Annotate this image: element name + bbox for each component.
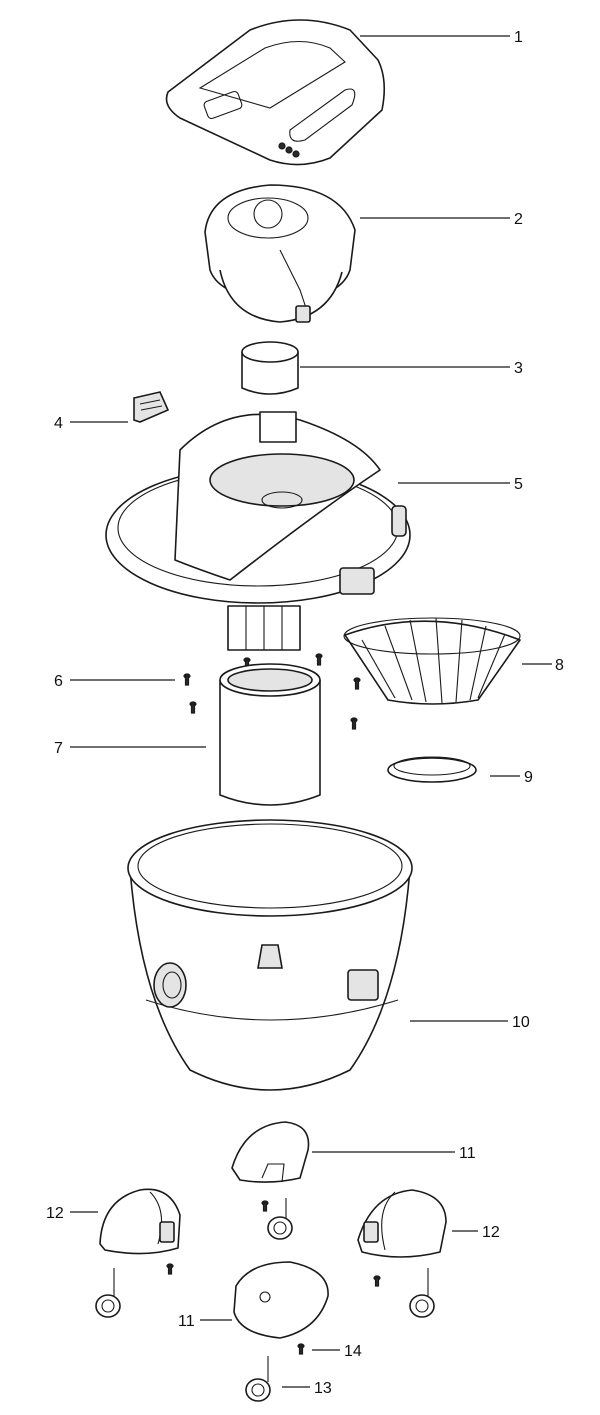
callout-2: 2 bbox=[514, 211, 523, 228]
leader-lines bbox=[70, 35, 552, 1388]
part-cartridge-filter bbox=[219, 663, 321, 806]
part-ring bbox=[387, 756, 477, 783]
callout-3: 3 bbox=[514, 360, 523, 377]
callout-1: 1 bbox=[514, 29, 523, 46]
callout-8: 8 bbox=[555, 657, 564, 674]
callout-7: 7 bbox=[54, 740, 63, 757]
part-clip bbox=[133, 391, 170, 423]
part-caster-foot-center bbox=[231, 1121, 310, 1183]
callout-5: 5 bbox=[514, 476, 523, 493]
callout-11a: 11 bbox=[459, 1145, 476, 1162]
callout-12a: 12 bbox=[46, 1205, 64, 1222]
callout-14: 14 bbox=[344, 1343, 362, 1360]
part-caster-foot-left bbox=[99, 1188, 181, 1255]
part-casters bbox=[95, 1198, 435, 1402]
callout-9: 9 bbox=[524, 769, 533, 786]
part-small-screws bbox=[166, 1200, 381, 1355]
part-drum bbox=[127, 819, 413, 1091]
part-lid bbox=[105, 411, 411, 651]
part-caster-foot-right bbox=[357, 1189, 447, 1258]
callout-12b: 12 bbox=[482, 1224, 500, 1241]
callout-11b: 11 bbox=[178, 1313, 195, 1330]
part-caster-foot-bottom bbox=[233, 1261, 329, 1339]
callout-4: 4 bbox=[54, 415, 63, 432]
callout-13: 13 bbox=[314, 1380, 332, 1397]
callout-labels: 1 2 3 4 5 6 7 8 9 10 11 11 12 12 13 14 bbox=[46, 29, 564, 1397]
callout-10: 10 bbox=[512, 1014, 530, 1031]
part-cone-filter bbox=[343, 617, 521, 705]
part-top-cover bbox=[165, 19, 386, 166]
callout-6: 6 bbox=[54, 673, 63, 690]
part-motor-assembly bbox=[204, 184, 356, 323]
part-small-filter bbox=[241, 341, 299, 395]
